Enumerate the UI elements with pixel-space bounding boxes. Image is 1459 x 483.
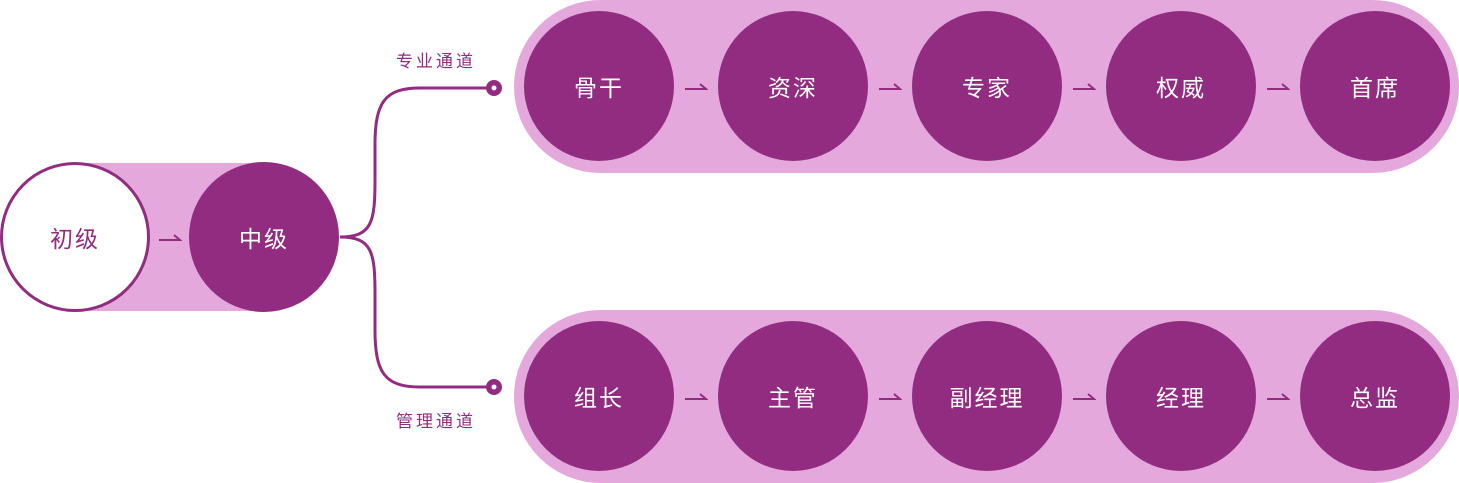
management-step: 副经理: [912, 321, 1062, 471]
step-label: 主管: [768, 386, 818, 412]
step-label: 经理: [1156, 386, 1206, 412]
management-step: 组长: [524, 321, 674, 471]
management-step: 主管: [718, 321, 868, 471]
arrow-icon: [685, 83, 708, 90]
management-channel-label: 管理通道: [396, 412, 476, 432]
management-step: 总监: [1300, 321, 1450, 471]
middle-node: 中级: [189, 162, 339, 312]
professional-step: 首席: [1300, 11, 1450, 161]
middle-label: 中级: [239, 227, 289, 253]
step-label: 权威: [1156, 76, 1206, 102]
arrow-icon: [685, 393, 708, 400]
step-label: 组长: [574, 386, 624, 412]
step-label: 专家: [962, 76, 1012, 102]
arrow-icon: [1073, 393, 1096, 400]
step-label: 首席: [1350, 76, 1400, 102]
professional-step: 资深: [718, 11, 868, 161]
professional-step: 权威: [1106, 11, 1256, 161]
junior-node: 初级: [0, 162, 150, 312]
arrow-icon: [1073, 83, 1096, 90]
arrow-icon: [159, 234, 182, 241]
step-label: 骨干: [574, 76, 624, 102]
arrow-icon: [879, 83, 902, 90]
step-label: 副经理: [949, 386, 1025, 412]
arrow-icon: [1267, 83, 1290, 90]
junior-label: 初级: [50, 227, 100, 253]
professional-step: 骨干: [524, 11, 674, 161]
professional-step: 专家: [912, 11, 1062, 161]
management-step: 经理: [1106, 321, 1256, 471]
step-label: 资深: [768, 76, 818, 102]
step-label: 总监: [1350, 386, 1400, 412]
arrow-icon: [879, 393, 902, 400]
arrow-icon: [1267, 393, 1290, 400]
professional-channel-label: 专业通道: [396, 52, 476, 72]
